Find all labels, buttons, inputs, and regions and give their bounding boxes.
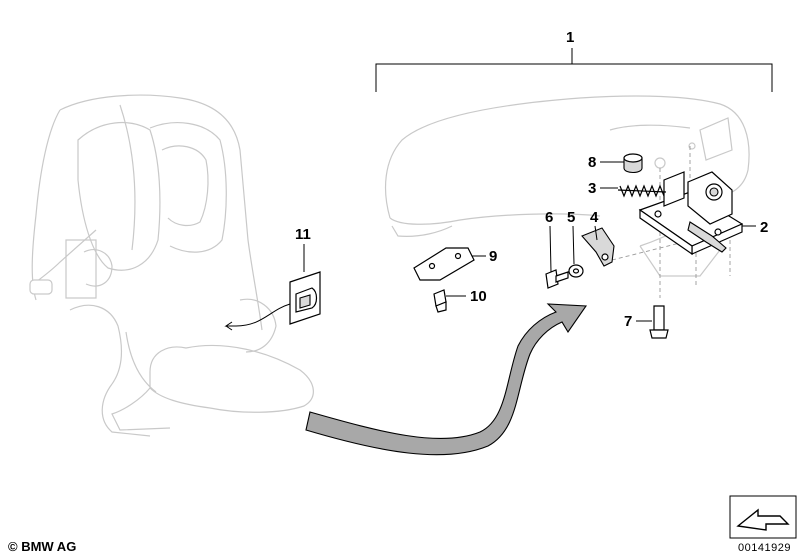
callout-7: 7: [624, 313, 633, 330]
spring-part: [617, 184, 667, 198]
callout-9: 9: [489, 248, 498, 265]
latch-lever-part: [581, 227, 615, 267]
screw-part-6: [545, 269, 569, 289]
rubber-buffer-part: [623, 153, 643, 174]
cover-plate-part: [413, 247, 475, 281]
washer-part: [568, 264, 584, 278]
screw-part-7: [649, 305, 669, 339]
callout-5: 5: [567, 209, 576, 226]
copyright-text: © BMW AG: [8, 539, 77, 554]
callout-1: 1: [566, 29, 575, 46]
callout-11: 11: [295, 226, 311, 243]
return-arrow-icon: [729, 495, 797, 539]
callout-6: 6: [545, 209, 554, 226]
drawing-number: 00141929: [738, 542, 791, 554]
ghost-vehicle-outline: [29, 94, 314, 437]
lock-bracket-part: [638, 171, 744, 256]
callout-4: 4: [590, 209, 599, 226]
callout-3: 3: [588, 180, 597, 197]
assembly-bracket-1: [375, 48, 773, 92]
lock-insert-part: [289, 271, 321, 325]
leader-lines: [224, 161, 756, 331]
callout-10: 10: [470, 288, 487, 305]
assembly-arrow: [305, 303, 588, 456]
callout-2: 2: [760, 219, 769, 236]
screw-part-10: [433, 289, 447, 313]
callout-8: 8: [588, 154, 597, 171]
